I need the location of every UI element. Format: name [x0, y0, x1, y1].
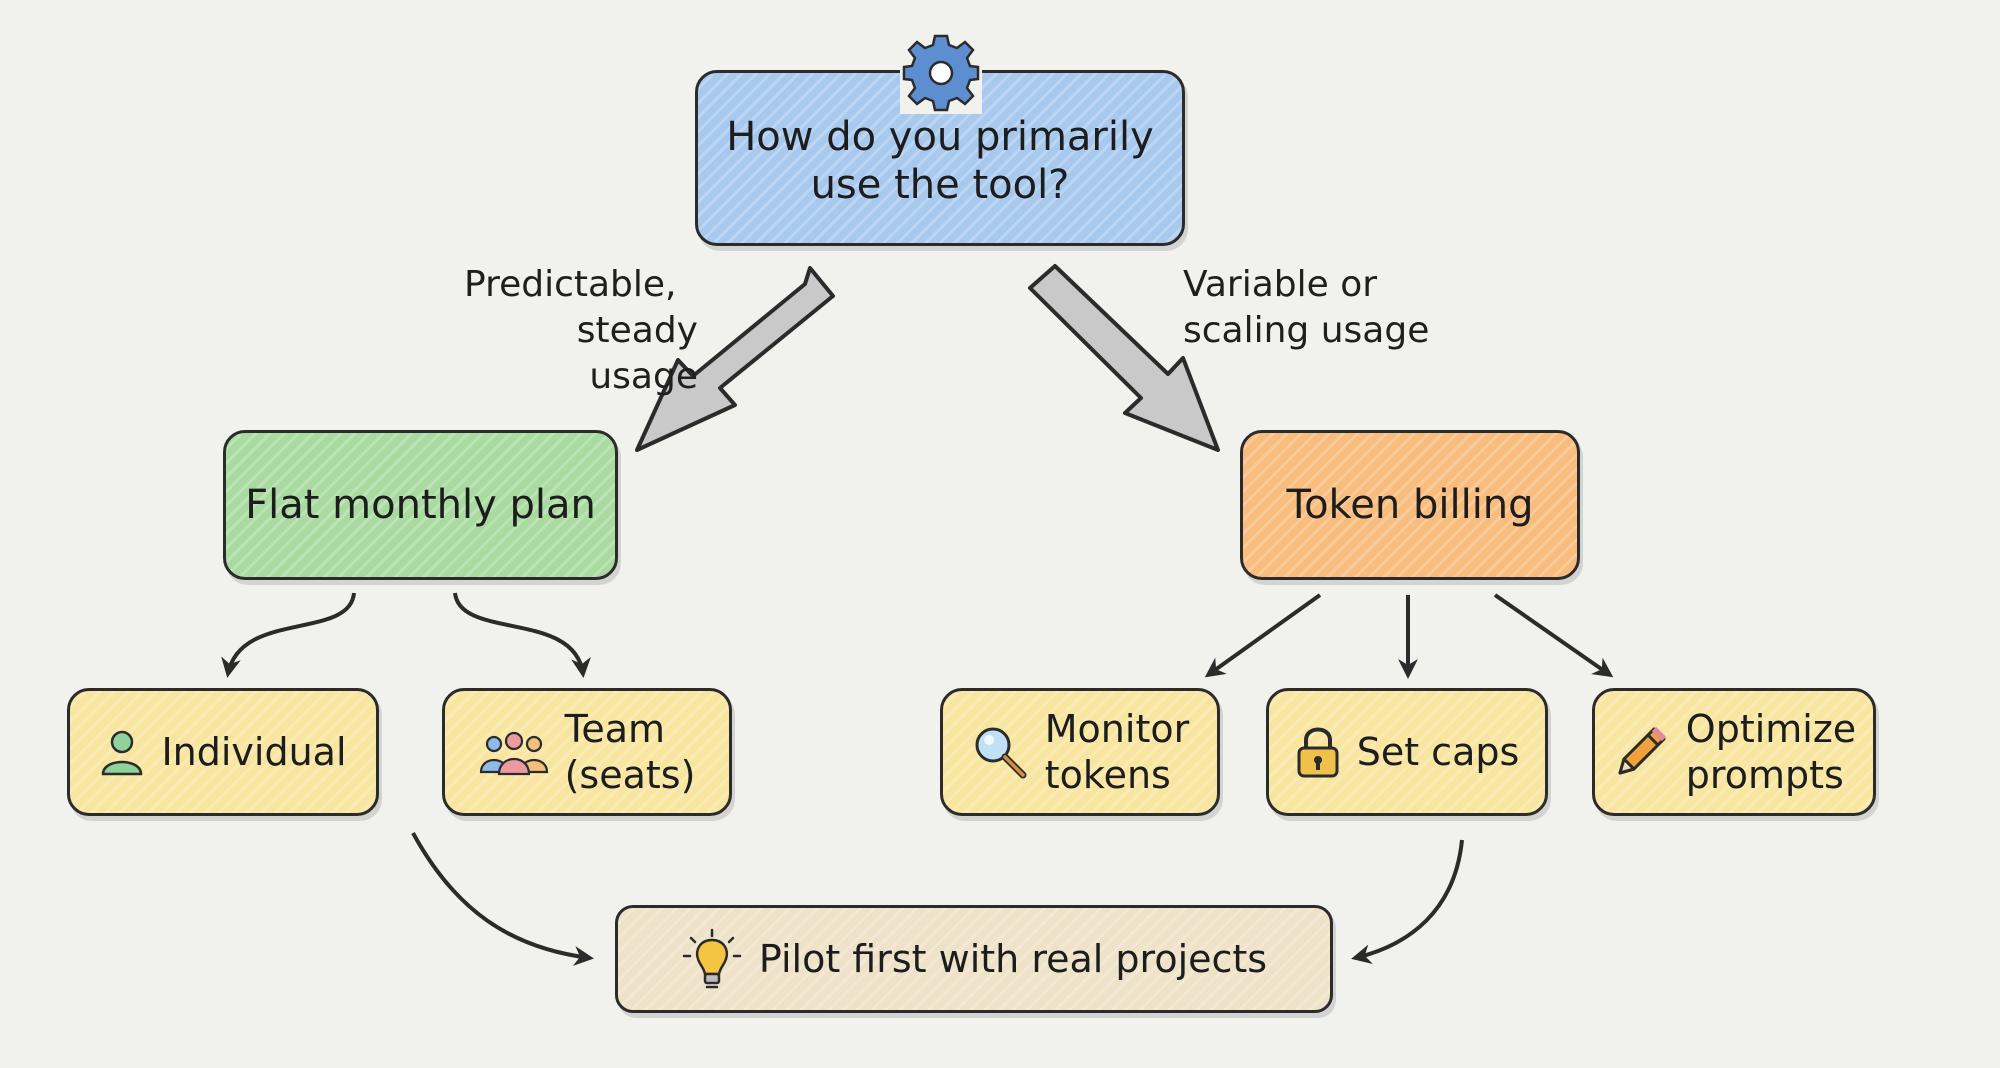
- set-caps-label: Set caps: [1356, 730, 1520, 774]
- question-text: How do you primarily use the tool?: [726, 113, 1154, 209]
- edge-label-variable: Variable or scaling usage: [1183, 262, 1443, 354]
- arrow-flat-to-team: [453, 592, 591, 678]
- pilot-first-label: Pilot first with real projects: [758, 937, 1268, 981]
- optimize-label-line-2: prompts: [1685, 753, 1844, 797]
- optimize-prompts-node: Optimize prompts: [1592, 688, 1876, 816]
- block-arrow-left: [635, 266, 835, 452]
- team-seats-label: Team (seats): [565, 706, 696, 798]
- question-line-2: use the tool?: [810, 162, 1070, 208]
- team-label-line-1: Team: [564, 707, 666, 751]
- padlock-icon: [1295, 724, 1341, 780]
- question-line-1: How do you primarily: [726, 114, 1154, 160]
- token-billing-label: Token billing: [1286, 482, 1534, 528]
- monitor-tokens-node: Monitor tokens: [940, 688, 1220, 816]
- arrow-flat-to-individual: [221, 592, 356, 678]
- set-caps-node: Set caps: [1266, 688, 1548, 816]
- lightbulb-icon: [681, 928, 743, 990]
- arrow-token-to-monitor: [1204, 593, 1322, 678]
- flat-monthly-plan-label: Flat monthly plan: [245, 482, 596, 528]
- pencil-icon: [1612, 723, 1670, 781]
- gear-icon: [900, 32, 982, 114]
- edge-label-variable-line-2: scaling usage: [1183, 310, 1430, 351]
- team-label-line-2: (seats): [564, 753, 696, 797]
- monitor-label-line-1: Monitor: [1044, 707, 1190, 751]
- magnifier-icon: [971, 723, 1029, 781]
- edge-label-predictable: Predictable, steady usage: [458, 262, 698, 400]
- monitor-label-line-2: tokens: [1044, 753, 1171, 797]
- arrow-token-to-optimize: [1493, 593, 1614, 678]
- monitor-tokens-label: Monitor tokens: [1045, 706, 1189, 798]
- edge-label-variable-line-1: Variable or: [1183, 264, 1378, 305]
- token-billing-node: Token billing: [1240, 430, 1580, 580]
- group-icon: [479, 728, 549, 776]
- optimize-label-line-1: Optimize: [1685, 707, 1857, 751]
- individual-node: Individual: [67, 688, 379, 816]
- individual-label: Individual: [161, 730, 347, 774]
- arrow-to-pilot-right: [1351, 839, 1464, 965]
- arrow-to-pilot-left: [411, 832, 594, 966]
- optimize-prompts-label: Optimize prompts: [1686, 706, 1856, 798]
- edge-label-predictable-line-2: steady usage: [576, 310, 698, 397]
- team-seats-node: Team (seats): [442, 688, 732, 816]
- flat-monthly-plan-node: Flat monthly plan: [223, 430, 618, 580]
- block-arrow-right: [1028, 264, 1220, 452]
- person-icon: [99, 728, 145, 776]
- question-node: How do you primarily use the tool?: [695, 70, 1185, 246]
- pilot-first-node: Pilot first with real projects: [615, 905, 1333, 1013]
- edge-label-predictable-line-1: Predictable,: [464, 264, 677, 305]
